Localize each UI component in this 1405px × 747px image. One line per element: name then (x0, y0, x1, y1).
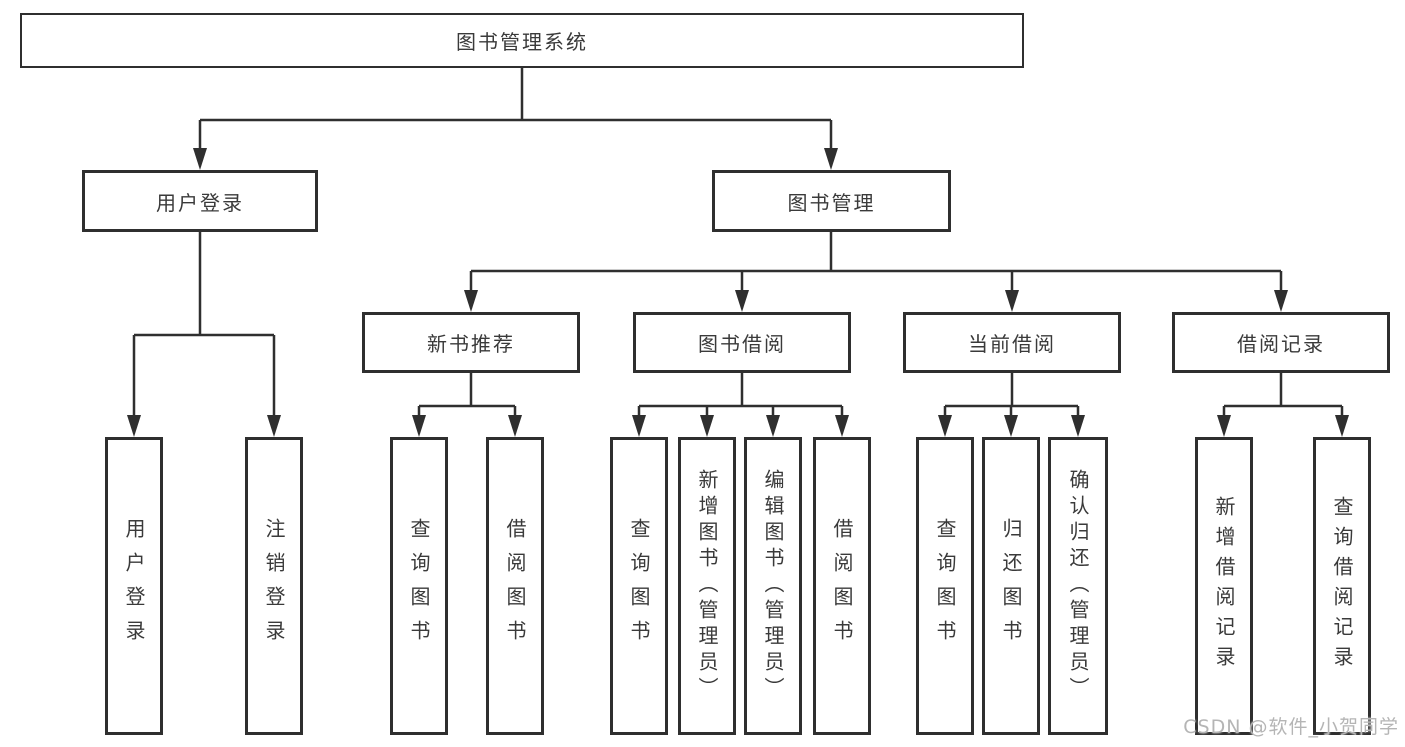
node-new-book-recommend-label: 新书推荐 (427, 332, 515, 356)
leaf-confirm-return-admin-label: 确认归还（管理员） (1066, 469, 1090, 703)
leaf-query-books-3-label: 查询图书 (933, 518, 957, 654)
arrow-down-icon (1217, 415, 1231, 437)
leaf-edit-book-admin: 编辑图书（管理员） (744, 437, 802, 735)
leaf-query-borrow-record: 查询借阅记录 (1313, 437, 1371, 735)
leaf-borrow-books-2: 借阅图书 (813, 437, 871, 735)
leaf-logout: 注销登录 (245, 437, 303, 735)
leaf-confirm-return-admin: 确认归还（管理员） (1048, 437, 1108, 735)
leaf-user-login-label: 用户登录 (122, 518, 146, 654)
node-borrow-record: 借阅记录 (1172, 312, 1390, 373)
node-user-login-label: 用户登录 (156, 190, 244, 215)
leaf-user-login: 用户登录 (105, 437, 163, 735)
node-book-management: 图书管理 (712, 170, 951, 232)
leaf-borrow-books-1-label: 借阅图书 (503, 518, 527, 654)
arrow-down-icon (127, 415, 141, 437)
arrow-down-icon (1335, 415, 1349, 437)
arrow-down-icon (193, 148, 207, 170)
connector-path (637, 373, 844, 417)
leaf-query-books-1: 查询图书 (390, 437, 448, 735)
leaf-return-book-label: 归还图书 (999, 518, 1023, 654)
node-current-borrow: 当前借阅 (903, 312, 1121, 373)
arrow-down-icon (1004, 415, 1018, 437)
connector-path (198, 68, 833, 150)
leaf-query-books-3: 查询图书 (916, 437, 974, 735)
arrow-down-icon (766, 415, 780, 437)
leaf-query-borrow-record-label: 查询借阅记录 (1330, 496, 1354, 676)
leaf-query-books-2-label: 查询图书 (627, 518, 651, 654)
connector-path (132, 232, 276, 417)
arrow-down-icon (1274, 290, 1288, 312)
leaf-query-books-2: 查询图书 (610, 437, 668, 735)
leaf-add-book-admin: 新增图书（管理员） (678, 437, 736, 735)
arrow-down-icon (1071, 415, 1085, 437)
connector-path (469, 232, 1283, 292)
leaf-logout-label: 注销登录 (262, 518, 286, 654)
leaf-add-book-admin-label: 新增图书（管理员） (695, 469, 719, 703)
node-root: 图书管理系统 (20, 13, 1024, 68)
node-borrow-record-label: 借阅记录 (1237, 332, 1325, 356)
node-user-login: 用户登录 (82, 170, 318, 232)
leaf-query-books-1-label: 查询图书 (407, 518, 431, 654)
connector-path (417, 373, 517, 417)
node-book-borrow-label: 图书借阅 (698, 332, 786, 356)
node-current-borrow-label: 当前借阅 (968, 332, 1056, 356)
leaf-borrow-books-1: 借阅图书 (486, 437, 544, 735)
leaf-add-borrow-record-label: 新增借阅记录 (1212, 496, 1236, 676)
arrow-down-icon (632, 415, 646, 437)
arrow-down-icon (464, 290, 478, 312)
leaf-edit-book-admin-label: 编辑图书（管理员） (761, 469, 785, 703)
arrow-down-icon (700, 415, 714, 437)
csdn-watermark: CSDN @软件_小贺同学 (1183, 716, 1399, 738)
arrow-down-icon (267, 415, 281, 437)
arrow-down-icon (412, 415, 426, 437)
arrow-down-icon (735, 290, 749, 312)
leaf-add-borrow-record: 新增借阅记录 (1195, 437, 1253, 735)
leaf-borrow-books-2-label: 借阅图书 (830, 518, 854, 654)
connector-path (1222, 373, 1344, 417)
connector-path (943, 373, 1080, 417)
node-new-book-recommend: 新书推荐 (362, 312, 580, 373)
node-root-label: 图书管理系统 (456, 30, 588, 54)
arrow-down-icon (824, 148, 838, 170)
arrow-down-icon (1005, 290, 1019, 312)
node-book-management-label: 图书管理 (787, 190, 876, 215)
node-book-borrow: 图书借阅 (633, 312, 851, 373)
leaf-return-book: 归还图书 (982, 437, 1040, 735)
arrow-down-icon (508, 415, 522, 437)
arrow-down-icon (938, 415, 952, 437)
arrow-down-icon (835, 415, 849, 437)
